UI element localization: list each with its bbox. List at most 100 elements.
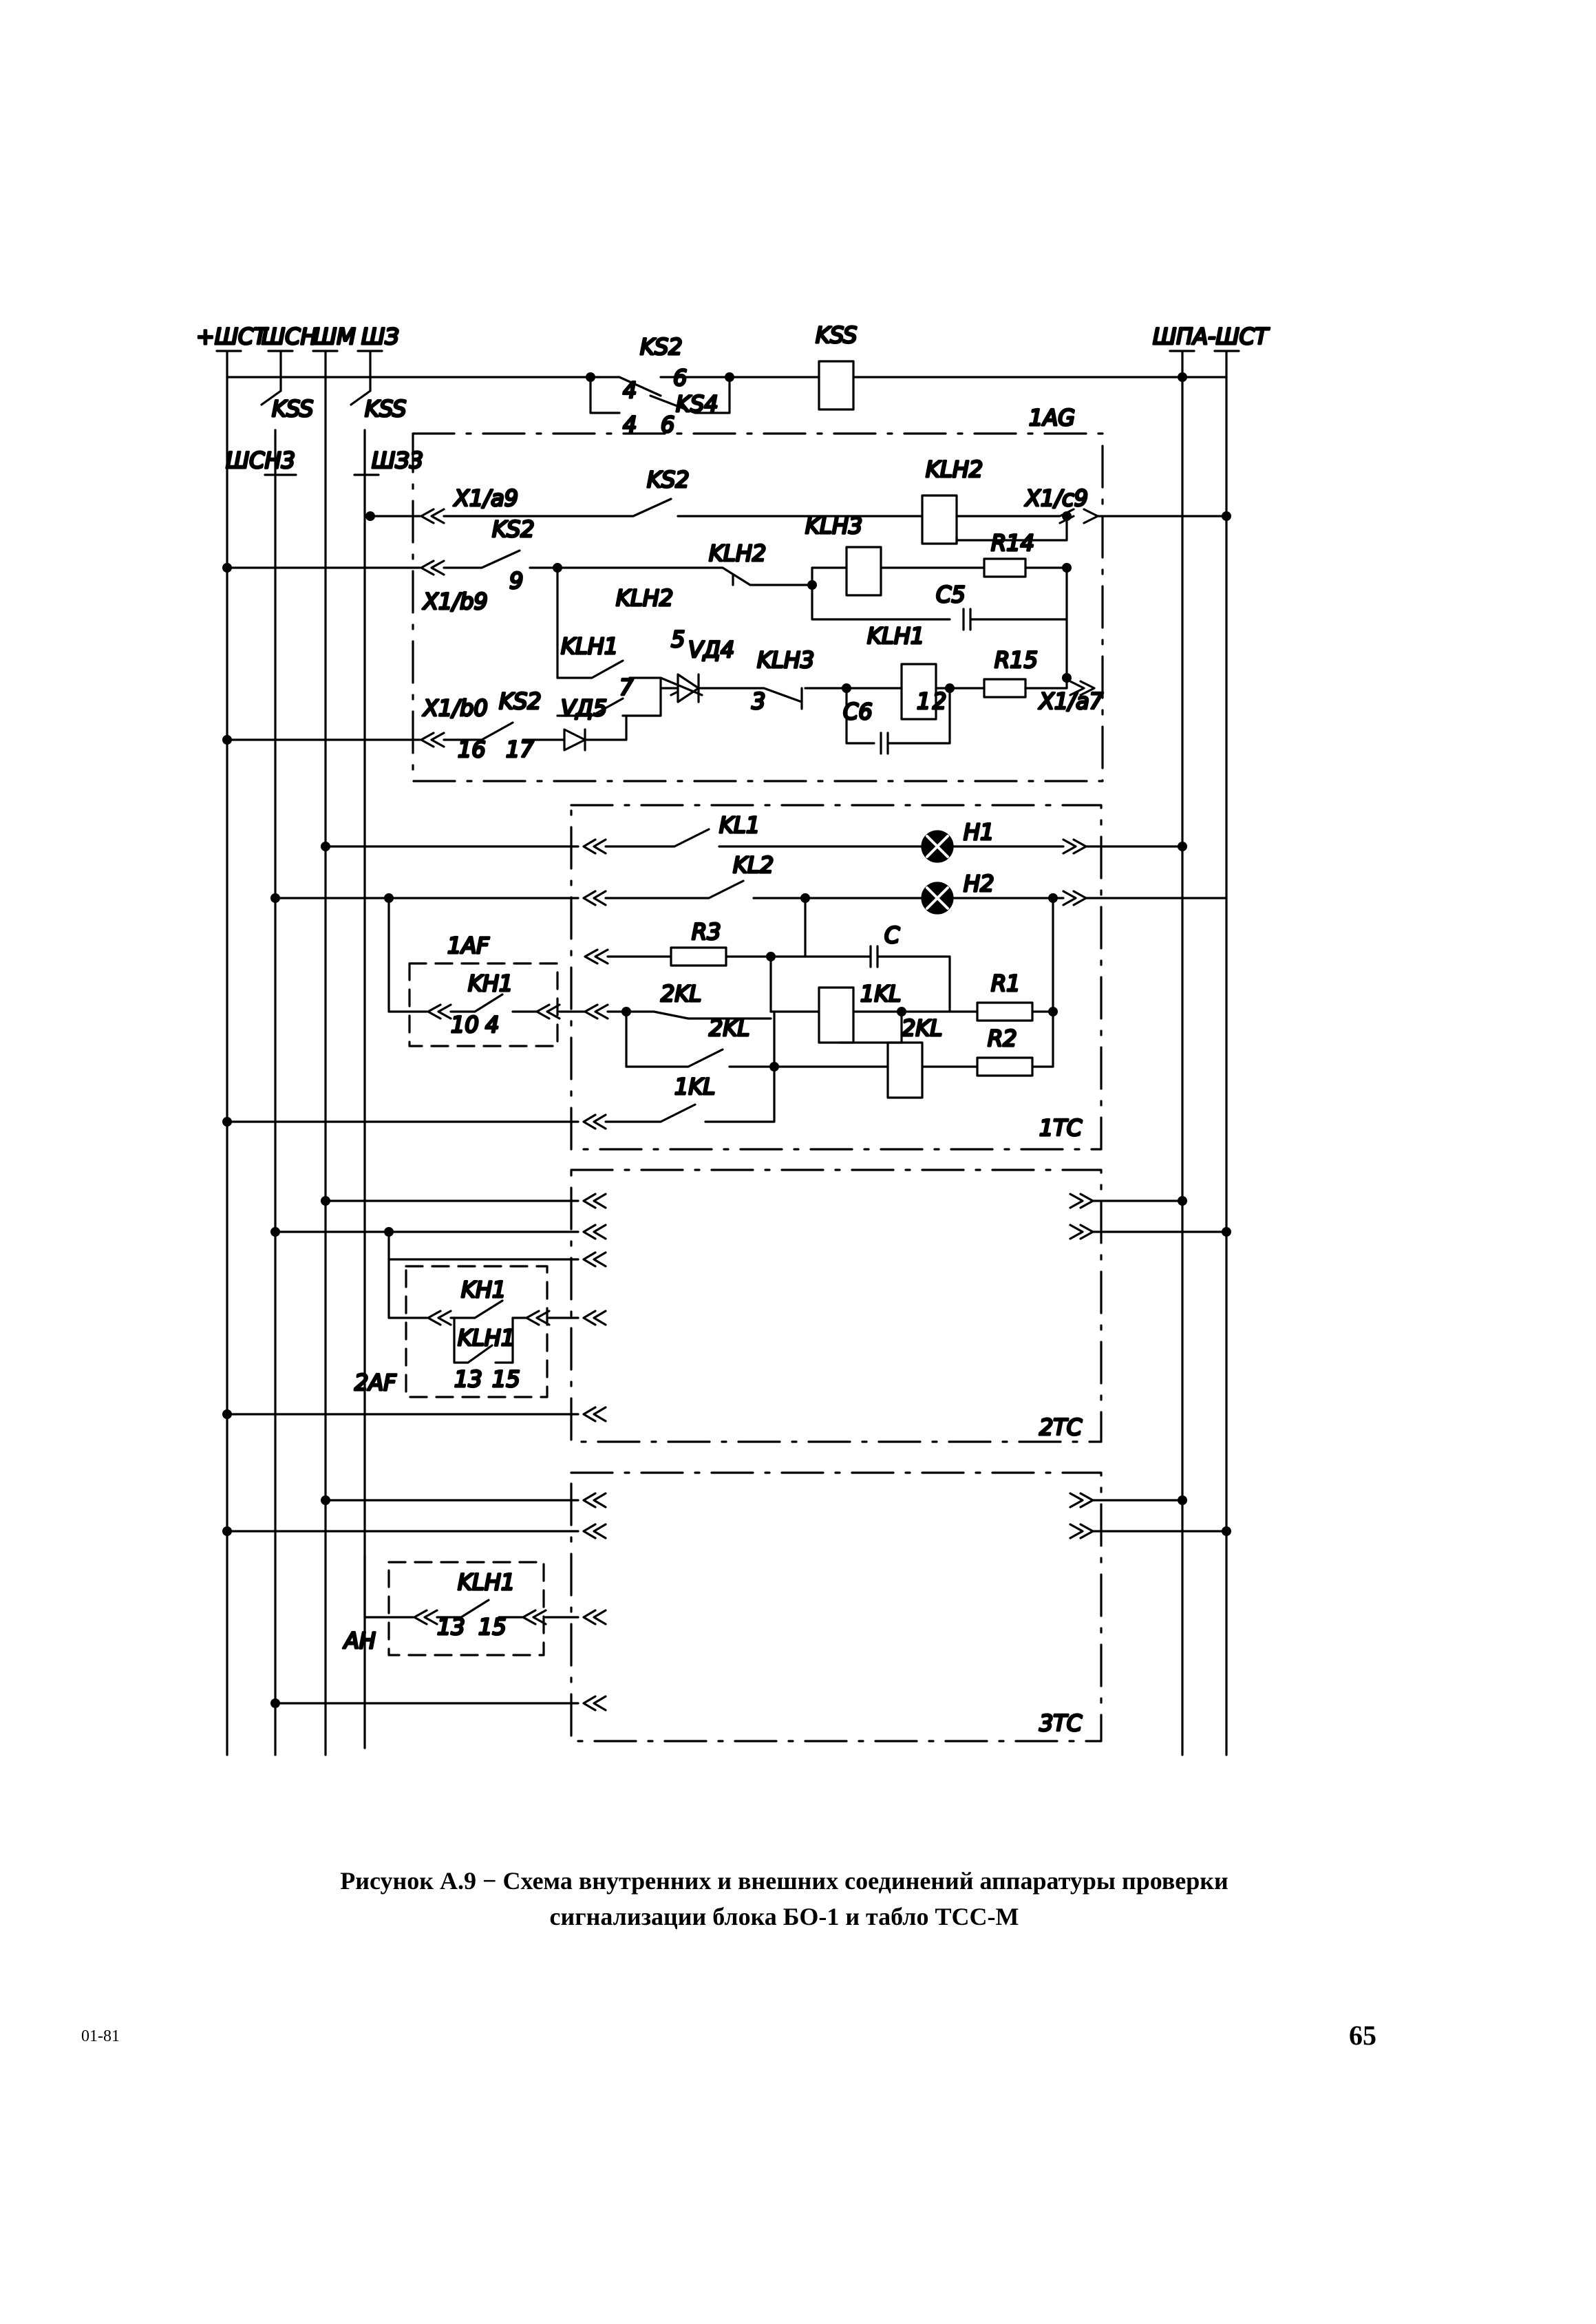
label-kl2: KL2	[733, 852, 774, 878]
pin-4b: 4	[623, 412, 637, 438]
label-r15: R15	[994, 647, 1038, 673]
label-vd4: VД4	[688, 637, 734, 663]
label-kss-switch-1: KSS	[272, 396, 313, 422]
block-3tc-wiring	[226, 1492, 1228, 1712]
label-3tc: 3TC	[1039, 1710, 1083, 1736]
label-r3: R3	[692, 919, 721, 945]
label-2kl-contact: 2KL	[661, 981, 701, 1007]
bus-plus-shst	[215, 350, 242, 1756]
label-klh2-c2: KLH2	[616, 585, 673, 611]
label-r1: R1	[991, 970, 1021, 996]
bus-shpa	[1169, 350, 1195, 1756]
pin-13: 13	[454, 1366, 482, 1392]
bus-label-minus-shst: -ШСТ	[1208, 323, 1270, 350]
pin-7: 7	[619, 674, 634, 701]
label-ks2-3: KS2	[499, 688, 542, 714]
block-3tc-outline	[570, 1471, 1103, 1742]
label-shsn3: ШСН3	[226, 447, 295, 473]
label-x1b0: X1/b0	[422, 695, 488, 721]
bus-shsn	[260, 350, 297, 1756]
document-code: 01-81	[81, 2027, 120, 2045]
pin-1: 1	[917, 688, 930, 714]
pin-15: 15	[492, 1366, 520, 1392]
block-2tc-outline	[570, 1169, 1103, 1443]
label-x1a7: X1/a7	[1038, 688, 1104, 714]
top-circuit	[226, 360, 1228, 414]
label-2tc: 2TC	[1039, 1414, 1083, 1440]
label-1kl-coil: 1KL	[860, 981, 901, 1007]
label-ks2-2: KS2	[492, 516, 535, 542]
label-x1c9: X1/c9	[1024, 485, 1088, 511]
label-2kl-coil: 2KL	[902, 1015, 942, 1041]
pin-16: 16	[458, 736, 486, 763]
bus-label-plus-shst: +ШСТ	[196, 323, 268, 350]
label-c: C	[884, 922, 900, 948]
label-klh1-c: KLH1	[561, 633, 618, 659]
label-klh1-coil: KLH1	[867, 623, 924, 649]
label-shz3: ШЗ3	[372, 447, 423, 473]
label-1af: 1AF	[447, 932, 489, 959]
label-1kl-contact: 1KL	[674, 1074, 715, 1100]
pin-6b: 6	[661, 412, 674, 438]
label-c6: C6	[843, 699, 873, 725]
block-1ag-outline	[412, 432, 1104, 782]
bus-label-shz: ШЗ	[361, 323, 399, 350]
figure-caption-line-1: Рисунок А.9 − Схема внутренних и внешних…	[340, 1867, 1228, 1895]
bus-labels: +ШСТ ШСН ШМ ШЗ ШПА -ШСТ	[195, 322, 1270, 350]
label-klh1-3: KLH1	[458, 1569, 515, 1595]
label-ks4: KS4	[676, 391, 719, 417]
label-ks2-1: KS2	[647, 467, 690, 493]
bus-label-shsn: ШСН	[262, 323, 317, 350]
label-x1b9: X1/b9	[422, 588, 488, 615]
label-ah: AH	[343, 1628, 376, 1654]
pin-15b: 15	[478, 1614, 507, 1640]
pin-4c: 4	[485, 1012, 499, 1038]
label-r14: R14	[991, 530, 1034, 556]
label-kh1-2: KH1	[461, 1277, 506, 1303]
pin-10: 10	[451, 1012, 479, 1038]
pin-3: 3	[752, 688, 765, 714]
label-1ag: 1AG	[1029, 405, 1075, 431]
bus-label-shpa: ШПА	[1153, 323, 1208, 350]
pin-17: 17	[506, 736, 534, 763]
label-klh2-c: KLH2	[709, 540, 766, 566]
pin-13b: 13	[437, 1614, 465, 1640]
bus-minus-shst	[1213, 350, 1240, 1756]
block-2tc-wiring	[226, 1193, 1228, 1422]
label-h2: H2	[964, 871, 994, 897]
figure-caption-line-2: сигнализации блока БО-1 и табло ТСС-М	[549, 1903, 1019, 1930]
block-ah	[363, 1554, 607, 1656]
label-klh3-coil: KLH3	[805, 513, 862, 539]
label-vd5: VД5	[561, 695, 607, 721]
label-kh1-1: KH1	[468, 970, 513, 996]
label-kss-top: KSS	[816, 322, 857, 348]
pin-9: 9	[509, 568, 523, 594]
label-c5: C5	[936, 582, 966, 608]
pin-4: 4	[623, 377, 637, 403]
page-number: 65	[1349, 2020, 1376, 2051]
label-1tc: 1TC	[1039, 1115, 1083, 1141]
label-2kl-contact-2: 2KL	[709, 1015, 749, 1041]
pin-6: 6	[673, 365, 687, 391]
junction-dots	[222, 372, 1231, 1708]
vertical-buses	[215, 350, 1240, 1756]
label-klh2-coil: KLH2	[926, 456, 983, 482]
label-ks2-top: KS2	[640, 334, 683, 360]
label-klh3-c: KLH3	[757, 647, 814, 673]
block-1tc-outline	[570, 804, 1103, 1151]
pin-2: 2	[933, 688, 946, 714]
label-r2: R2	[988, 1025, 1017, 1052]
pin-5: 5	[671, 626, 685, 652]
bus-shz	[350, 350, 383, 1749]
label-kss-switch-2: KSS	[365, 396, 406, 422]
label-x1a9: X1/a9	[453, 485, 518, 511]
bus-shm	[312, 350, 339, 1756]
label-h1: H1	[964, 819, 994, 845]
block-2af	[387, 1258, 607, 1398]
block-1af	[387, 897, 586, 1047]
bus-label-shm: ШМ	[313, 323, 356, 350]
label-2af: 2AF	[354, 1369, 396, 1396]
block-1tc-wiring	[226, 828, 1228, 1130]
